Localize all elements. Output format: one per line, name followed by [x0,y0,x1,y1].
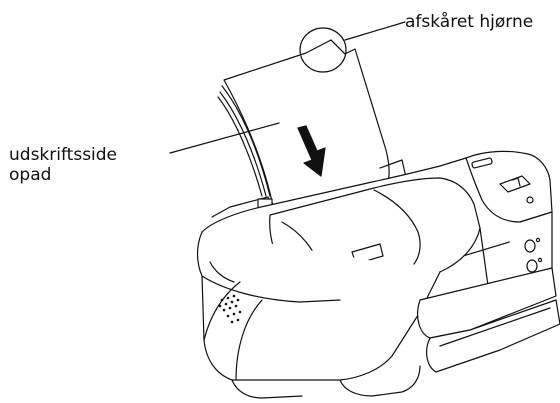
print-side-up-label: udskriftsside opad [9,145,117,185]
printer-body [198,151,560,398]
top-button [472,158,493,169]
cut-corner-circle [300,28,346,72]
indicator-dot [527,197,533,203]
output-tray [418,268,556,338]
feed-arrow-icon [298,126,325,176]
output-tray-extension [427,300,560,372]
print-side-up-label-line1: udskriftsside [9,145,118,165]
power-button [525,240,535,252]
cut-corner-edge [331,40,345,54]
vent-holes [218,294,242,324]
print-side-up-label-line2: opad [9,165,52,185]
cut-corner-leader [345,22,405,40]
cut-corner-label: afskåret hjørne [405,12,534,32]
print-side-leader [170,123,279,153]
maintenance-button [527,260,537,272]
